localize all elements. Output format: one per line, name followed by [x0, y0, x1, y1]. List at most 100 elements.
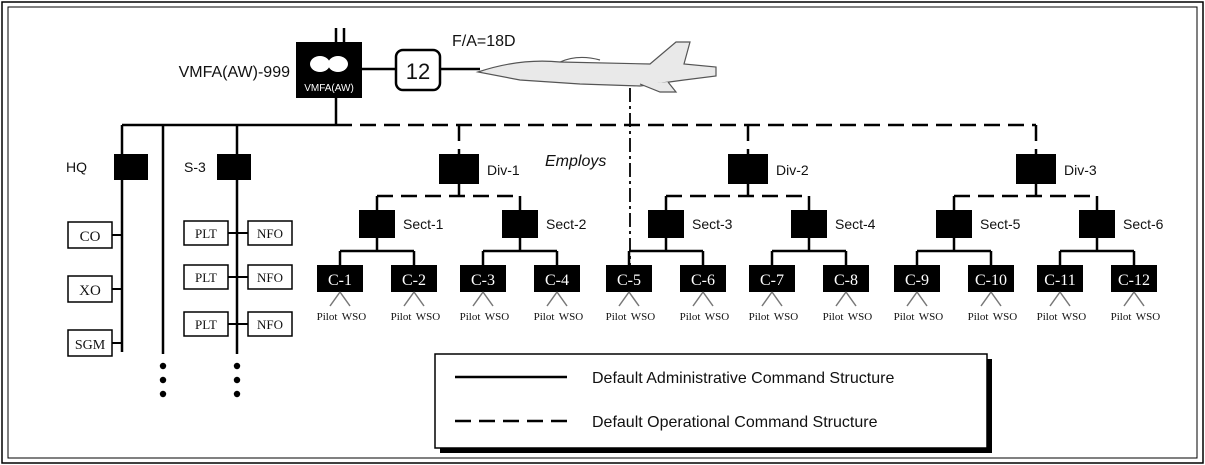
- crew-split-line: [1049, 291, 1061, 307]
- division-label: Div-2: [776, 162, 809, 178]
- hq-node: [114, 154, 148, 180]
- inner-frame: [7, 6, 1198, 459]
- wso-label: WSO: [1136, 311, 1161, 323]
- s3-crew-row: PLT NFO: [183, 264, 293, 290]
- nfo-label: NFO: [257, 226, 283, 241]
- aircraft-label: C-10: [975, 272, 1007, 289]
- pilot-label: Pilot: [968, 311, 989, 323]
- s3-node: [217, 154, 251, 180]
- crew-split-line: [413, 291, 425, 307]
- s3-crew-row: PLT NFO: [183, 220, 293, 246]
- wso-label: WSO: [919, 311, 944, 323]
- aircraft-label: C-5: [617, 272, 641, 289]
- wso-label: WSO: [559, 311, 584, 323]
- pilot-label: Pilot: [680, 311, 701, 323]
- squadron-emblem: [296, 42, 362, 98]
- section-node: [648, 210, 684, 238]
- section-label: Sect-6: [1123, 216, 1164, 232]
- section-node: [936, 210, 972, 238]
- xo-box: [67, 275, 113, 303]
- aircraft-node: [317, 265, 363, 292]
- pilot-label: Pilot: [1111, 311, 1132, 323]
- xo-label: XO: [79, 283, 101, 299]
- crew-split-line: [628, 291, 640, 307]
- crew-split-line: [906, 291, 918, 307]
- sgm-label: SGM: [75, 338, 106, 353]
- division-label: Div-3: [1064, 162, 1097, 178]
- pilot-label: Pilot: [460, 311, 481, 323]
- emblem-wing-left-icon: [310, 56, 330, 72]
- ellipsis-dot: [233, 390, 241, 398]
- crew-split-line: [980, 291, 992, 307]
- aircraft-node: [460, 265, 506, 292]
- plt-label: PLT: [195, 270, 217, 285]
- ellipsis-dot: [159, 376, 167, 384]
- crew-split-line: [403, 291, 415, 307]
- crew-split-line: [546, 291, 558, 307]
- s3-label: S-3: [184, 159, 206, 175]
- wso-label: WSO: [1062, 311, 1087, 323]
- crew-split-line: [771, 291, 783, 307]
- wso-label: WSO: [774, 311, 799, 323]
- aircraft-label: C-12: [1118, 272, 1150, 289]
- pilot-label: Pilot: [606, 311, 627, 323]
- fa18-jet-icon: [475, 41, 717, 93]
- legend-administrative: Default Administrative Command Structure: [592, 370, 894, 387]
- section-node: [791, 210, 827, 238]
- crew-split-line: [329, 291, 341, 307]
- crew-split-line: [990, 291, 1002, 307]
- aircraft-node: [680, 265, 726, 292]
- aircraft-label: C-1: [328, 272, 352, 289]
- aircraft-label: C-2: [402, 272, 426, 289]
- aircraft-node: [391, 265, 437, 292]
- aircraft-label: C-4: [545, 272, 569, 289]
- aircraft-label: C-8: [834, 272, 858, 289]
- aircraft-node: [968, 265, 1014, 292]
- aircraft-node: [1111, 265, 1157, 292]
- crew-split-line: [1133, 291, 1145, 307]
- crew-split-line: [339, 291, 351, 307]
- section-node: [1079, 210, 1115, 238]
- crew-split-line: [618, 291, 630, 307]
- aircraft-node: [534, 265, 580, 292]
- co-label: CO: [80, 229, 101, 245]
- wso-label: WSO: [993, 311, 1018, 323]
- section-label: Sect-2: [546, 216, 587, 232]
- division-node: [439, 154, 479, 184]
- plt-box: [183, 311, 229, 337]
- division-node: [728, 154, 768, 184]
- section-label: Sect-4: [835, 216, 876, 232]
- aircraft-node: [823, 265, 869, 292]
- section-label: Sect-3: [692, 216, 733, 232]
- employs-label-bg: [542, 148, 626, 170]
- emblem-wing-right-icon: [328, 56, 348, 72]
- aircraft-type: F/A=18D: [452, 33, 516, 50]
- wso-label: WSO: [342, 311, 367, 323]
- crew-split-line: [472, 291, 484, 307]
- nfo-box: [247, 311, 293, 337]
- pilot-label: Pilot: [894, 311, 915, 323]
- crew-split-line: [835, 291, 847, 307]
- legend-operational: Default Operational Command Structure: [592, 414, 878, 431]
- aircraft-node: [894, 265, 940, 292]
- aircraft-label: C-7: [760, 272, 784, 289]
- pilot-label: Pilot: [1037, 311, 1058, 323]
- ellipsis-dot: [159, 390, 167, 398]
- crew-split-line: [761, 291, 773, 307]
- employs-label: Employs: [545, 153, 606, 170]
- plt-box: [183, 264, 229, 290]
- wso-label: WSO: [416, 311, 441, 323]
- section-node: [502, 210, 538, 238]
- aircraft-label: C-6: [691, 272, 715, 289]
- co-box: [67, 221, 113, 249]
- crew-split-line: [1123, 291, 1135, 307]
- emblem-text: VMFA(AW): [304, 83, 354, 94]
- crew-split-line: [702, 291, 714, 307]
- nfo-box: [247, 220, 293, 246]
- wso-label: WSO: [485, 311, 510, 323]
- division-node: [1016, 154, 1056, 184]
- crew-split-line: [556, 291, 568, 307]
- crew-split-line: [845, 291, 857, 307]
- wso-label: WSO: [848, 311, 873, 323]
- s3-crew-row: PLT NFO: [183, 311, 293, 337]
